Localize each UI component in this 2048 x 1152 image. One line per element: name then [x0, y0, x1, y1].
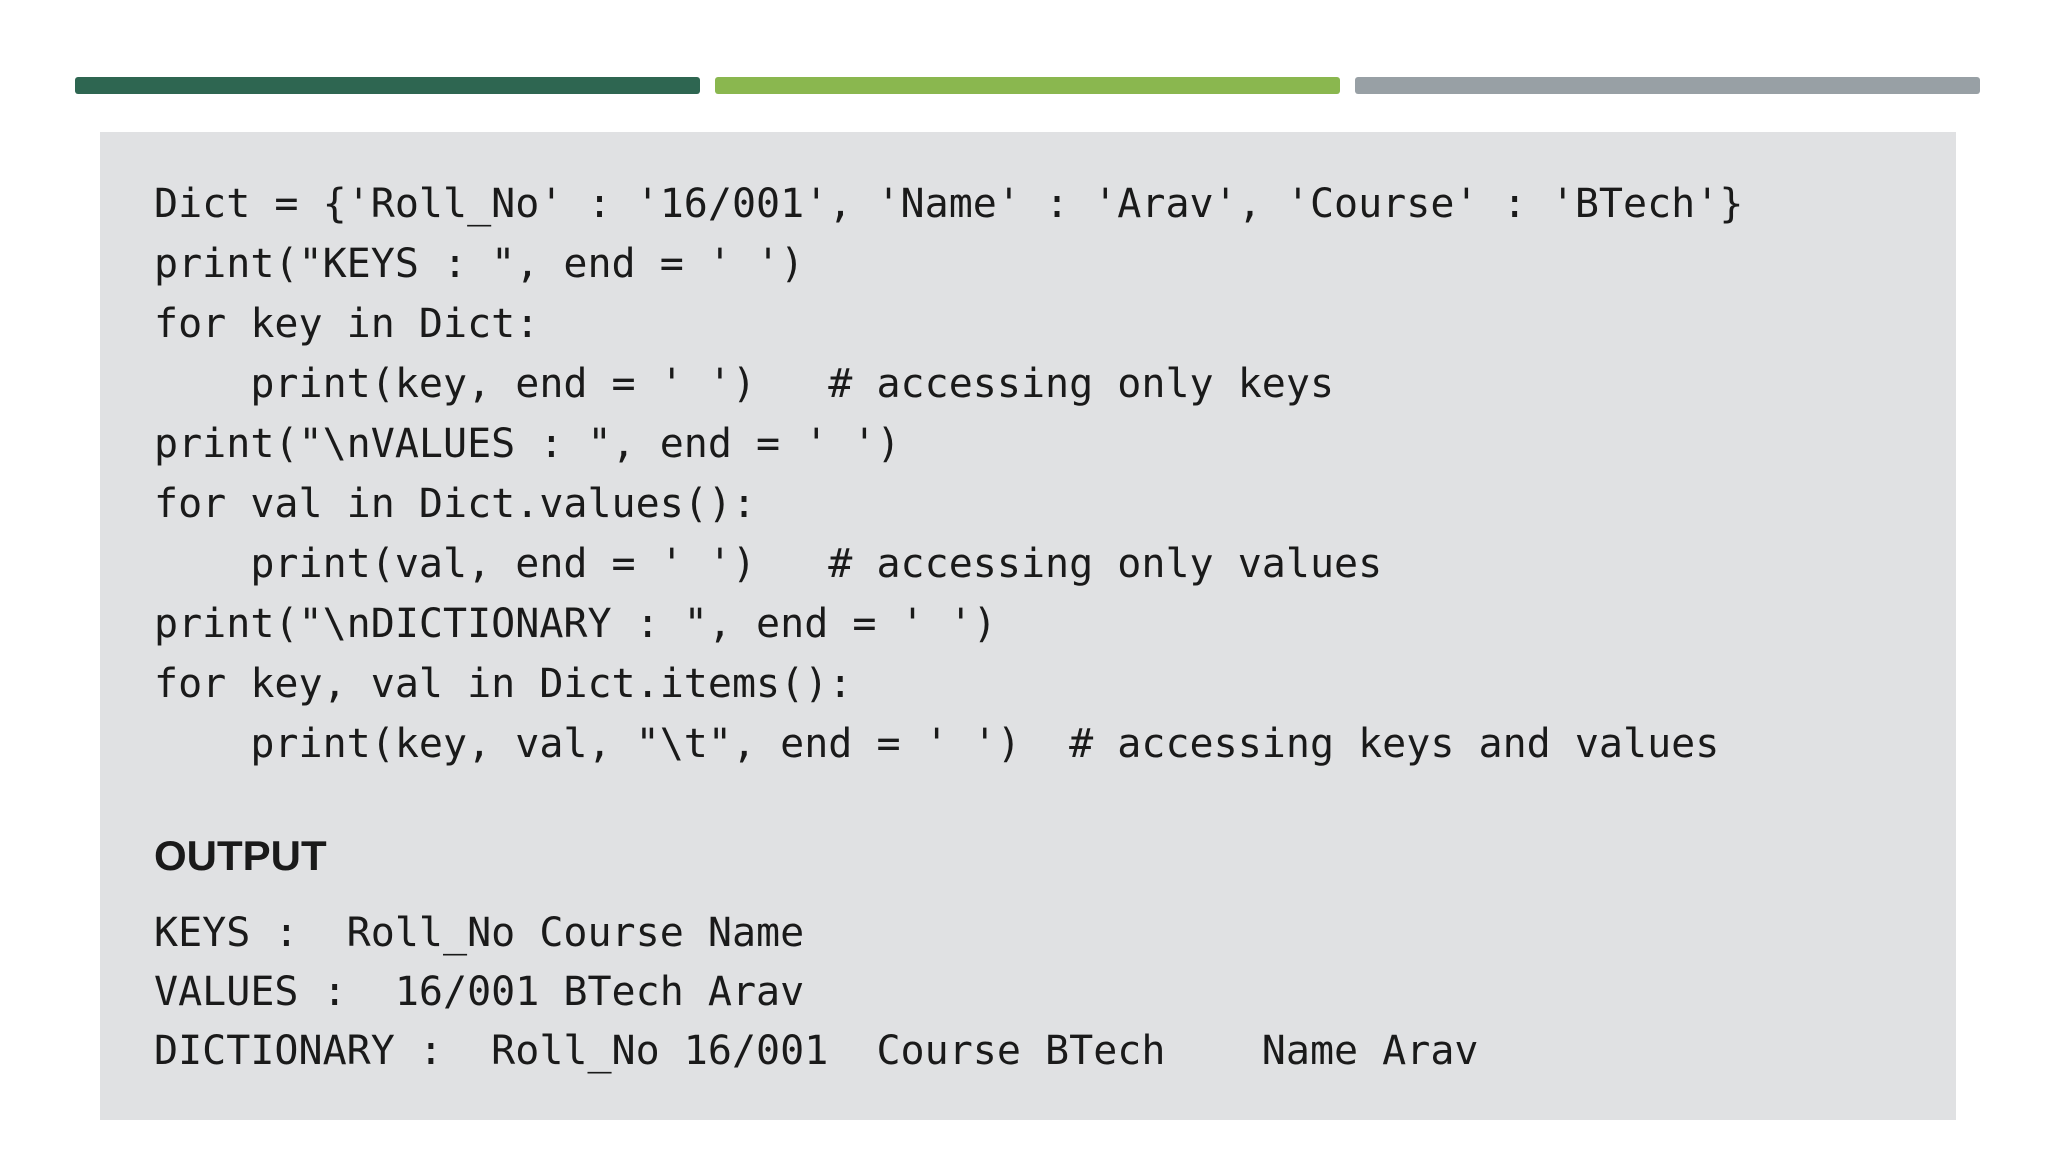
output-line: DICTIONARY : Roll_No 16/001 Course BTech… [154, 1028, 1479, 1074]
code-line: print(key, val, "\t", end = ' ') # acces… [154, 721, 1720, 767]
code-line: print(key, end = ' ') # accessing only k… [154, 361, 1335, 407]
accent-bar-light-green [715, 77, 1340, 94]
accent-bar-dark-green [75, 77, 700, 94]
code-block: Dict = {'Roll_No' : '16/001', 'Name' : '… [154, 174, 1956, 774]
code-line: print("\nDICTIONARY : ", end = ' ') [154, 601, 997, 647]
code-line: print("\nVALUES : ", end = ' ') [154, 421, 901, 467]
output-heading: OUTPUT [154, 832, 327, 879]
code-line: for key, val in Dict.items(): [154, 661, 853, 707]
code-line: print("KEYS : ", end = ' ') [154, 241, 805, 287]
accent-bar-gray [1355, 77, 1980, 94]
code-line: Dict = {'Roll_No' : '16/001', 'Name' : '… [154, 181, 1744, 227]
code-line: print(val, end = ' ') # accessing only v… [154, 541, 1383, 587]
output-line: KEYS : Roll_No Course Name [154, 910, 805, 956]
content-panel: Dict = {'Roll_No' : '16/001', 'Name' : '… [100, 132, 1956, 1120]
code-line: for val in Dict.values(): [154, 481, 757, 527]
code-line: for key in Dict: [154, 301, 540, 347]
output-line: VALUES : 16/001 BTech Arav [154, 969, 805, 1015]
